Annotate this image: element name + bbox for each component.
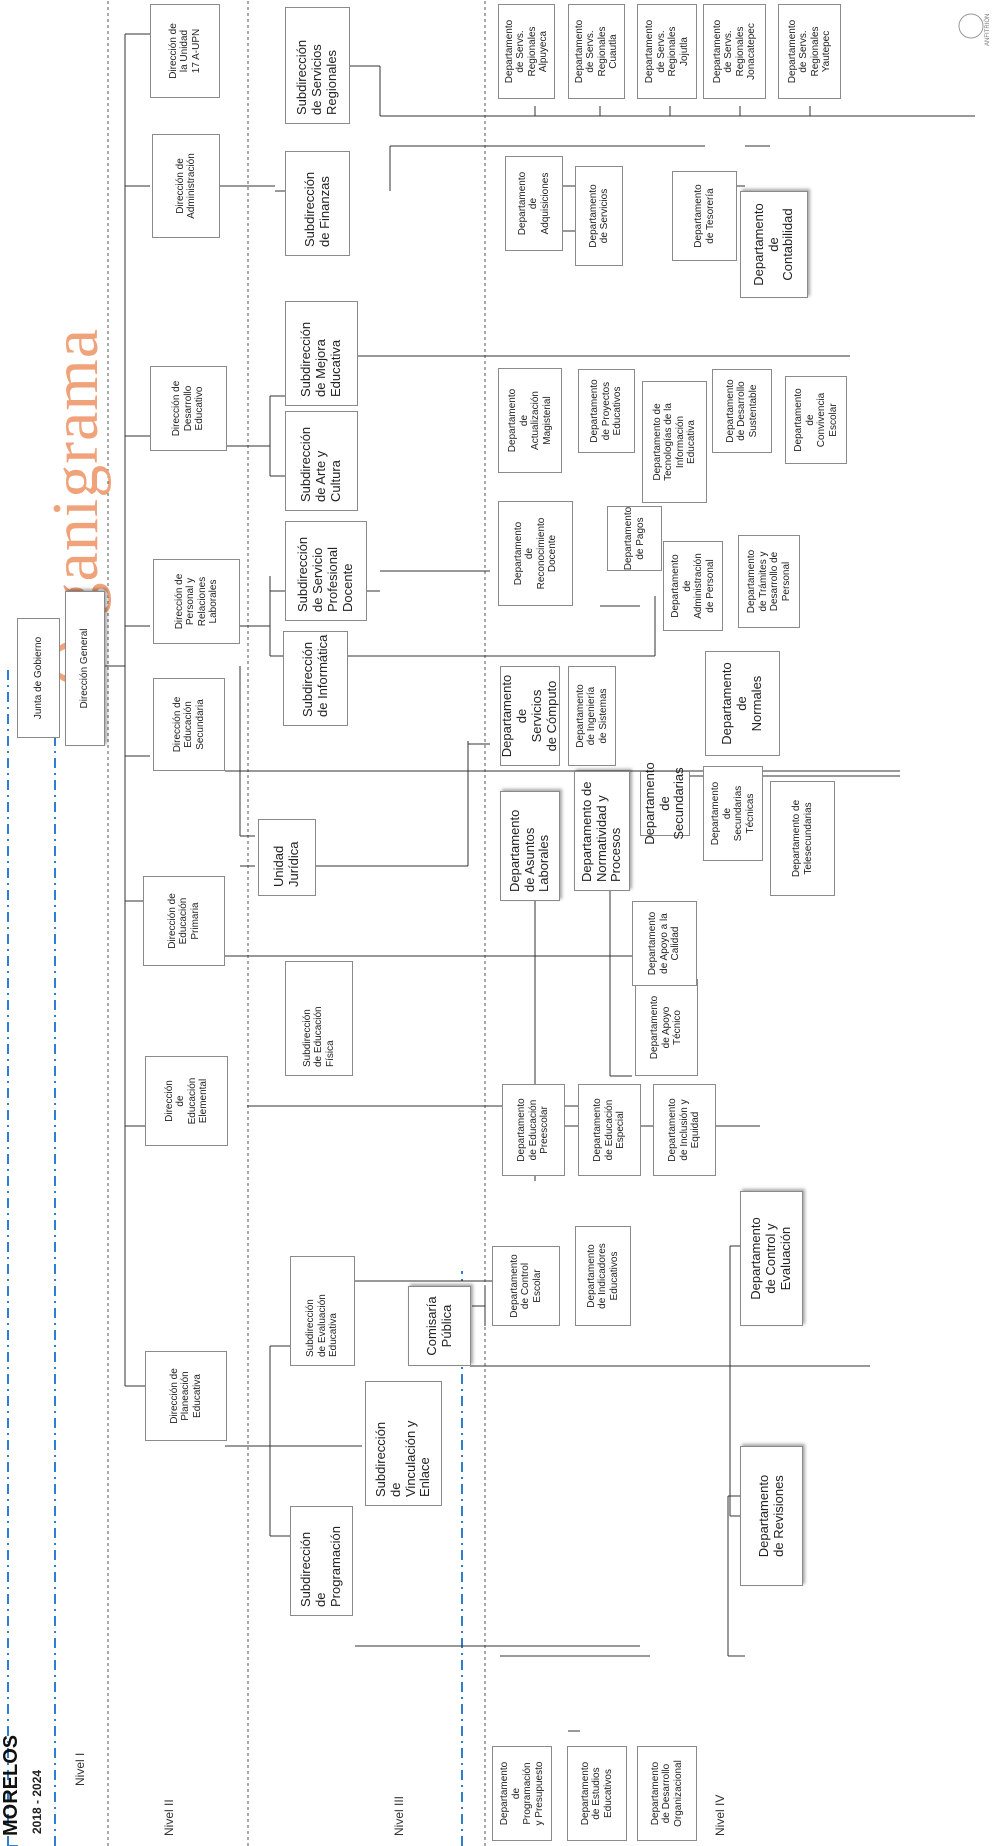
box-dep-jonacatepec: Departamento de Servs. Regionales Jonaca… bbox=[703, 4, 766, 99]
box-dir-administracion: Dirección de Administración bbox=[152, 134, 220, 238]
box-dep-convivencia: Departamento de Convivencia Escolar bbox=[785, 376, 847, 464]
box-sub-arte-cultura: Subdirección de Arte y Cultura bbox=[285, 411, 358, 511]
box-dir-upn: Dirección de la Unidad 17 A-UPN bbox=[150, 4, 220, 98]
box-dep-control-evaluacion: Departamento de Control y Evaluación bbox=[740, 1191, 803, 1326]
box-junta-gobierno: Junta de Gobierno bbox=[17, 618, 60, 738]
box-dep-control-escolar: Departamento de Control Escolar bbox=[492, 1246, 560, 1326]
box-dep-servicios: Departamento de Servicios bbox=[575, 166, 623, 266]
box-dep-ingenieria: Departamento de Ingeniería de Sistemas bbox=[568, 666, 616, 766]
box-dep-secundarias-tecnicas: Departamento de Secundarias Técnicas bbox=[703, 766, 763, 861]
box-dep-telesecundarias: Departamento de Telesecundarias bbox=[770, 781, 835, 896]
box-dep-apoyo-calidad: Departamento de Apoyo a la Calidad bbox=[632, 901, 697, 986]
box-dep-estudios-educativos: Departamento de Estudios Educativos bbox=[567, 1746, 627, 1841]
box-dir-elemental: Dirección de Educación Elemental bbox=[145, 1056, 228, 1146]
box-dep-jojutla: Departamento de Servs. Regionales Jojutl… bbox=[637, 4, 697, 99]
box-dir-desarrollo: Dirección de Desarrollo Educativo bbox=[150, 366, 227, 451]
box-sub-evaluacion: Subdirección de Evaluación Educativa bbox=[290, 1256, 355, 1366]
logo-text: ANFITRIÓN bbox=[985, 13, 991, 46]
box-dep-computo: Departamento de Servicios de Cómputo bbox=[499, 666, 560, 766]
level-label-4: Nivel IV bbox=[713, 1794, 727, 1836]
box-dep-alpuyeca: Departamento de Servs. Regionales Alpuye… bbox=[498, 4, 555, 99]
box-dep-especial: Departamento de Educación Especial bbox=[578, 1084, 641, 1176]
level-label-1: Nivel I bbox=[73, 1752, 87, 1786]
box-dir-planeacion: Dirección de Planeación Educativa bbox=[145, 1351, 227, 1441]
box-sub-programacion: Subdirección de Programación bbox=[290, 1506, 353, 1616]
logo-icon: ANFITRIÓN bbox=[955, 6, 993, 46]
header-title: MORELOS bbox=[0, 1734, 22, 1836]
box-dep-yautepec: Departamento de Servs. Regionales Yautep… bbox=[778, 4, 841, 99]
box-dep-preescolar: Departamento de Educación Preescolar bbox=[502, 1084, 565, 1176]
box-sub-regionales: Subdirección de Servicios Regionales bbox=[285, 7, 350, 124]
box-dep-pagos: Departamento de Pagos bbox=[607, 506, 662, 571]
box-dep-desarrollo-organizacional: Departamento de Desarrollo Organizaciona… bbox=[637, 1746, 697, 1841]
box-dep-inclusion: Departamento de Inclusión y Equidad bbox=[653, 1084, 716, 1176]
box-sub-fisica: Subdirección de Educación Física bbox=[285, 961, 353, 1076]
box-sub-vinculacion: Subdirección de Vinculación y Enlace bbox=[365, 1381, 442, 1506]
box-direccion-general: Dirección General bbox=[65, 591, 105, 746]
box-dep-sustentable: Departamento de Desarrollo Sustentable bbox=[712, 369, 772, 453]
box-unidad-juridica: Unidad Jurídica bbox=[258, 819, 316, 896]
header-years: 2018 - 2024 bbox=[30, 1769, 44, 1834]
box-dep-programacion-presupuesto: Departamento de Programación y Presupues… bbox=[492, 1746, 552, 1841]
box-dep-tecnologias: Departamento de Tecnologías de la Inform… bbox=[642, 381, 707, 503]
box-dep-revisiones: Departamento de Revisiones bbox=[740, 1446, 803, 1586]
box-dep-contabilidad: Departamento de Contabilidad bbox=[740, 191, 808, 298]
box-dep-indicadores: Departamento de Indicadores Educativos bbox=[575, 1226, 631, 1326]
box-dep-cuautla: Departamento de Servs. Regionales Cuautl… bbox=[568, 4, 625, 99]
box-dep-tesoreria: Departamento de Tesorería bbox=[672, 171, 737, 261]
box-dir-personal: Dirección de Personal y Relaciones Labor… bbox=[153, 559, 240, 644]
box-dep-adquisiciones: Departamento de Adquisiciones bbox=[505, 156, 563, 251]
box-dep-administracion-personal: Departamento de Administración de Person… bbox=[663, 541, 723, 631]
box-sub-servicio-docente: Subdirección de Servicio Profesional Doc… bbox=[285, 521, 367, 621]
box-dep-proyectos: Departamento de Proyectos Educativos bbox=[578, 369, 635, 453]
box-dep-asuntos-laborales: Departamento de Asuntos Laborales bbox=[500, 791, 560, 901]
level-label-3: Nivel III bbox=[392, 1795, 406, 1836]
box-dep-normales: Departamento de Normales bbox=[705, 651, 780, 756]
box-dep-apoyo-tecnico: Departamento de Apoyo Técnico bbox=[635, 979, 698, 1076]
box-dep-actualizacion: Departamento de Actualización Magisteria… bbox=[498, 368, 562, 473]
box-comisaria-publica: Comisaría Pública bbox=[408, 1286, 471, 1366]
box-sub-finanzas: Subdirección de Finanzas bbox=[285, 151, 350, 256]
level-label-2: Nivel II bbox=[162, 1799, 176, 1836]
box-dir-primaria: Dirección de Educación Primaria bbox=[143, 876, 225, 966]
box-dep-secundarias: Departamento de Secundarias bbox=[640, 762, 690, 845]
box-sub-mejora: Subdirección de Mejora Educativa bbox=[285, 301, 358, 406]
box-sub-informatica: Subdirección de Informática bbox=[283, 631, 348, 726]
box-dep-normatividad: Departamento de Normatividad y Procesos bbox=[574, 771, 630, 891]
box-dir-secundaria: Dirección de Educación Secundaria bbox=[153, 678, 225, 771]
box-dep-tramites: Departamento de Trámites y Desarrollo de… bbox=[738, 535, 800, 628]
box-dep-reconocimiento: Departamento de Reconocimiento Docente bbox=[498, 501, 573, 606]
